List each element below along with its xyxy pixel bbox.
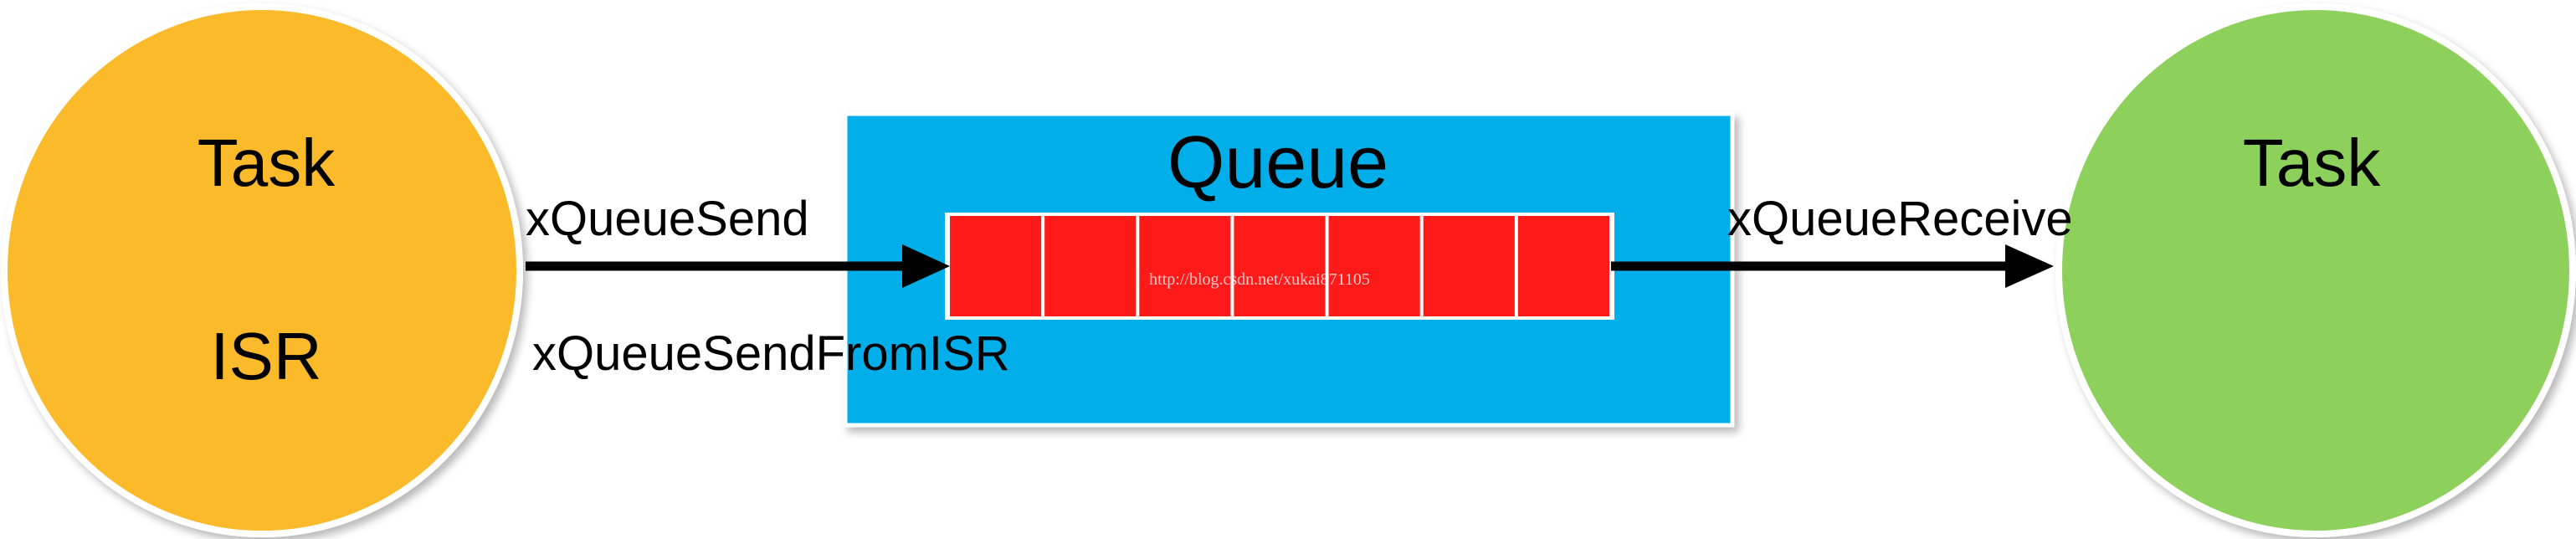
queue-slot (1328, 216, 1420, 316)
queue-slot (1423, 216, 1515, 316)
send-label: xQueueSend (526, 192, 809, 246)
queue-title: Queue (1167, 121, 1388, 203)
receiver-circle (2055, 3, 2576, 537)
receive-label: xQueueReceive (1727, 192, 2073, 246)
queue-slot (1139, 216, 1231, 316)
queue-slot (1044, 216, 1137, 316)
queue-slot (1517, 216, 1609, 316)
sender-task-label: Task (198, 126, 336, 200)
queue-slot (950, 216, 1042, 316)
sender-node: Task ISR (1, 3, 523, 537)
queue: Queue http://blog.csdn.net/xukai871105 (843, 111, 1735, 428)
receive-arrowhead (2005, 244, 2054, 288)
queue-slots (945, 213, 1614, 320)
receiver-node: Task (2055, 3, 2576, 537)
watermark: http://blog.csdn.net/xukai871105 (1149, 270, 1370, 289)
sender-circle (1, 3, 523, 537)
receive-arrow: xQueueReceive (1611, 192, 2073, 288)
send-arrow: xQueueSend xQueueSendFromISR (526, 192, 1010, 381)
send-from-isr-label: xQueueSendFromISR (532, 326, 1010, 381)
receiver-task-label: Task (2243, 126, 2381, 200)
queue-slot (1234, 216, 1326, 316)
send-arrowhead (902, 244, 950, 288)
sender-isr-label: ISR (210, 319, 321, 393)
